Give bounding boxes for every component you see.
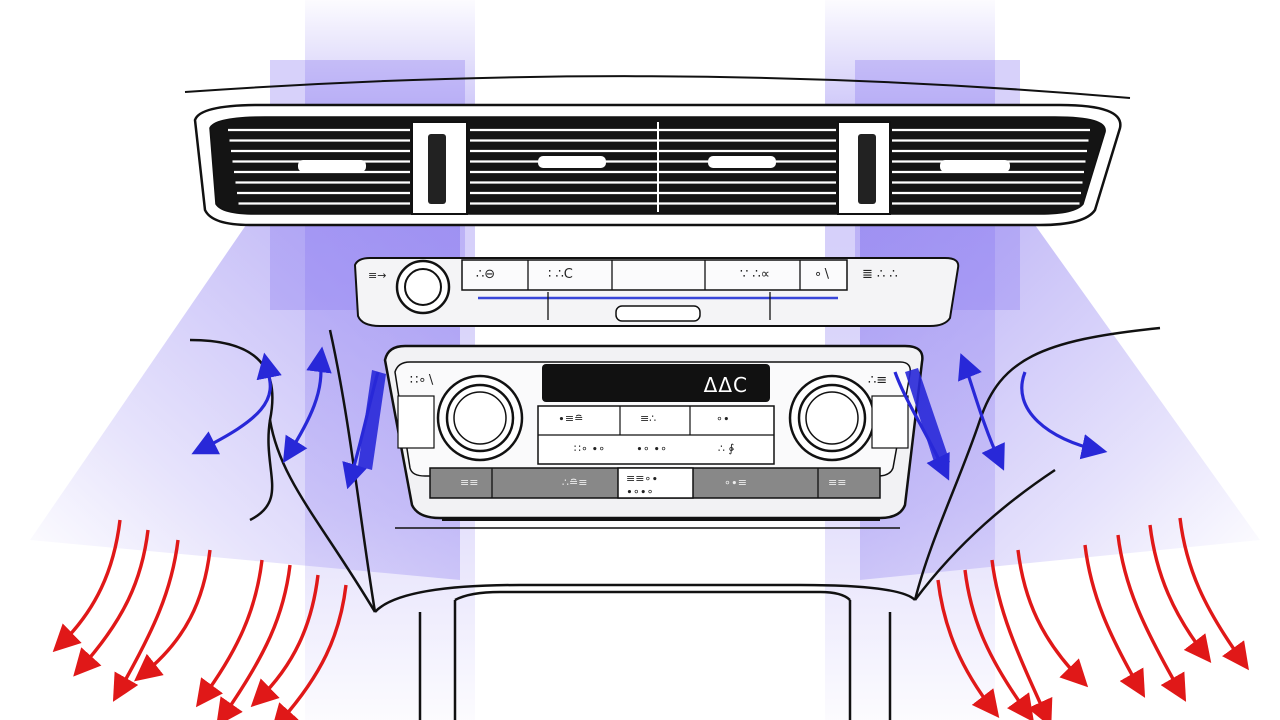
vent-adjuster-left — [428, 134, 446, 204]
cool-air-band-right — [905, 368, 950, 468]
dashboard-outlines — [189, 326, 1161, 720]
right-temperature-knob — [788, 374, 876, 462]
vent-louvers — [228, 128, 1090, 205]
vent-tab-1 — [298, 160, 366, 172]
warm-air-arrow — [250, 574, 320, 708]
dashboard-top-line — [184, 75, 1131, 99]
vent-housing — [193, 103, 1122, 227]
warm-air-arrow — [73, 529, 150, 677]
warm-air-arrow — [195, 559, 264, 708]
grid-cell-2-1[interactable]: ∷∘ ∙∘ — [574, 442, 606, 455]
warm-air-arrow — [1016, 549, 1089, 688]
warm-air-arrow — [1116, 534, 1187, 702]
vent-tab-4 — [940, 160, 1010, 172]
climate-display: ΔΔC — [542, 364, 770, 402]
warm-air-arrow — [52, 519, 122, 653]
upper-center-key — [615, 305, 701, 322]
warm-air-arrow — [271, 584, 348, 720]
cool-air-arrow — [256, 352, 282, 381]
warm-air-arrow — [216, 564, 292, 720]
warm-air-arrow — [112, 539, 180, 702]
grid-cell-1-1[interactable]: ∙≡≘ — [558, 412, 584, 425]
warm-air-arrow — [990, 559, 1053, 720]
bottom-button-5[interactable]: ≡≡ — [828, 476, 847, 489]
cool-air-arrow — [1020, 371, 1108, 460]
vent-adjuster-right — [858, 134, 876, 204]
right-knob-label: ∴≡ — [868, 373, 888, 388]
warm-air-arrow — [963, 569, 1034, 720]
upper-button-3[interactable]: ∵ ∴∝ — [740, 267, 770, 282]
upper-button-1[interactable]: ∴⊖ — [476, 267, 496, 282]
grid-cell-1-2[interactable]: ≡∴ — [640, 412, 657, 425]
warm-air-arrow — [1148, 524, 1212, 664]
cool-air-arrow — [958, 353, 982, 382]
warm-air-arrow — [936, 579, 1000, 719]
bottom-button-4[interactable]: ∘∙≡ — [724, 476, 747, 489]
upper-button-5[interactable]: ≣ ∴ ∴ — [862, 267, 898, 282]
grid-cell-1-3[interactable]: ∘∙ — [716, 412, 730, 425]
upper-button-row — [461, 259, 848, 291]
warm-air-arrow — [1178, 517, 1249, 671]
left-temperature-knob — [436, 374, 524, 462]
airflow-fan-right — [860, 190, 1260, 580]
climate-panel — [383, 344, 924, 520]
vent-tab-2 — [538, 156, 606, 168]
warm-air-arrow — [1083, 544, 1146, 698]
climate-display-text: ΔΔC — [703, 373, 748, 397]
bottom-button-2[interactable]: ∴≘≡ — [562, 476, 588, 489]
upper-control-strip — [353, 257, 960, 327]
grid-cell-2-2[interactable]: ∙∘ ∙∘ — [636, 442, 668, 455]
warm-air-arrows — [52, 517, 1249, 720]
bottom-button-3[interactable]: ≡≡∘∙ ∙∘∙∘ — [626, 472, 659, 499]
warm-air-arrow — [134, 549, 212, 682]
cool-air-band-left — [358, 370, 386, 470]
cool-air-arrows — [191, 346, 1108, 490]
cool-air-arrow — [306, 346, 332, 374]
upper-button-2[interactable]: ∶ ∴C — [548, 267, 573, 282]
bottom-button-1[interactable]: ≡≡ — [460, 476, 479, 489]
vent-tab-3 — [708, 156, 776, 168]
left-knob-label: ∷∘∖ — [410, 373, 435, 388]
upper-left-label: ≡→ — [368, 269, 387, 282]
grid-cell-2-3[interactable]: ∴ ∳ — [718, 442, 735, 455]
upper-button-4[interactable]: ∘∖ — [814, 267, 831, 282]
